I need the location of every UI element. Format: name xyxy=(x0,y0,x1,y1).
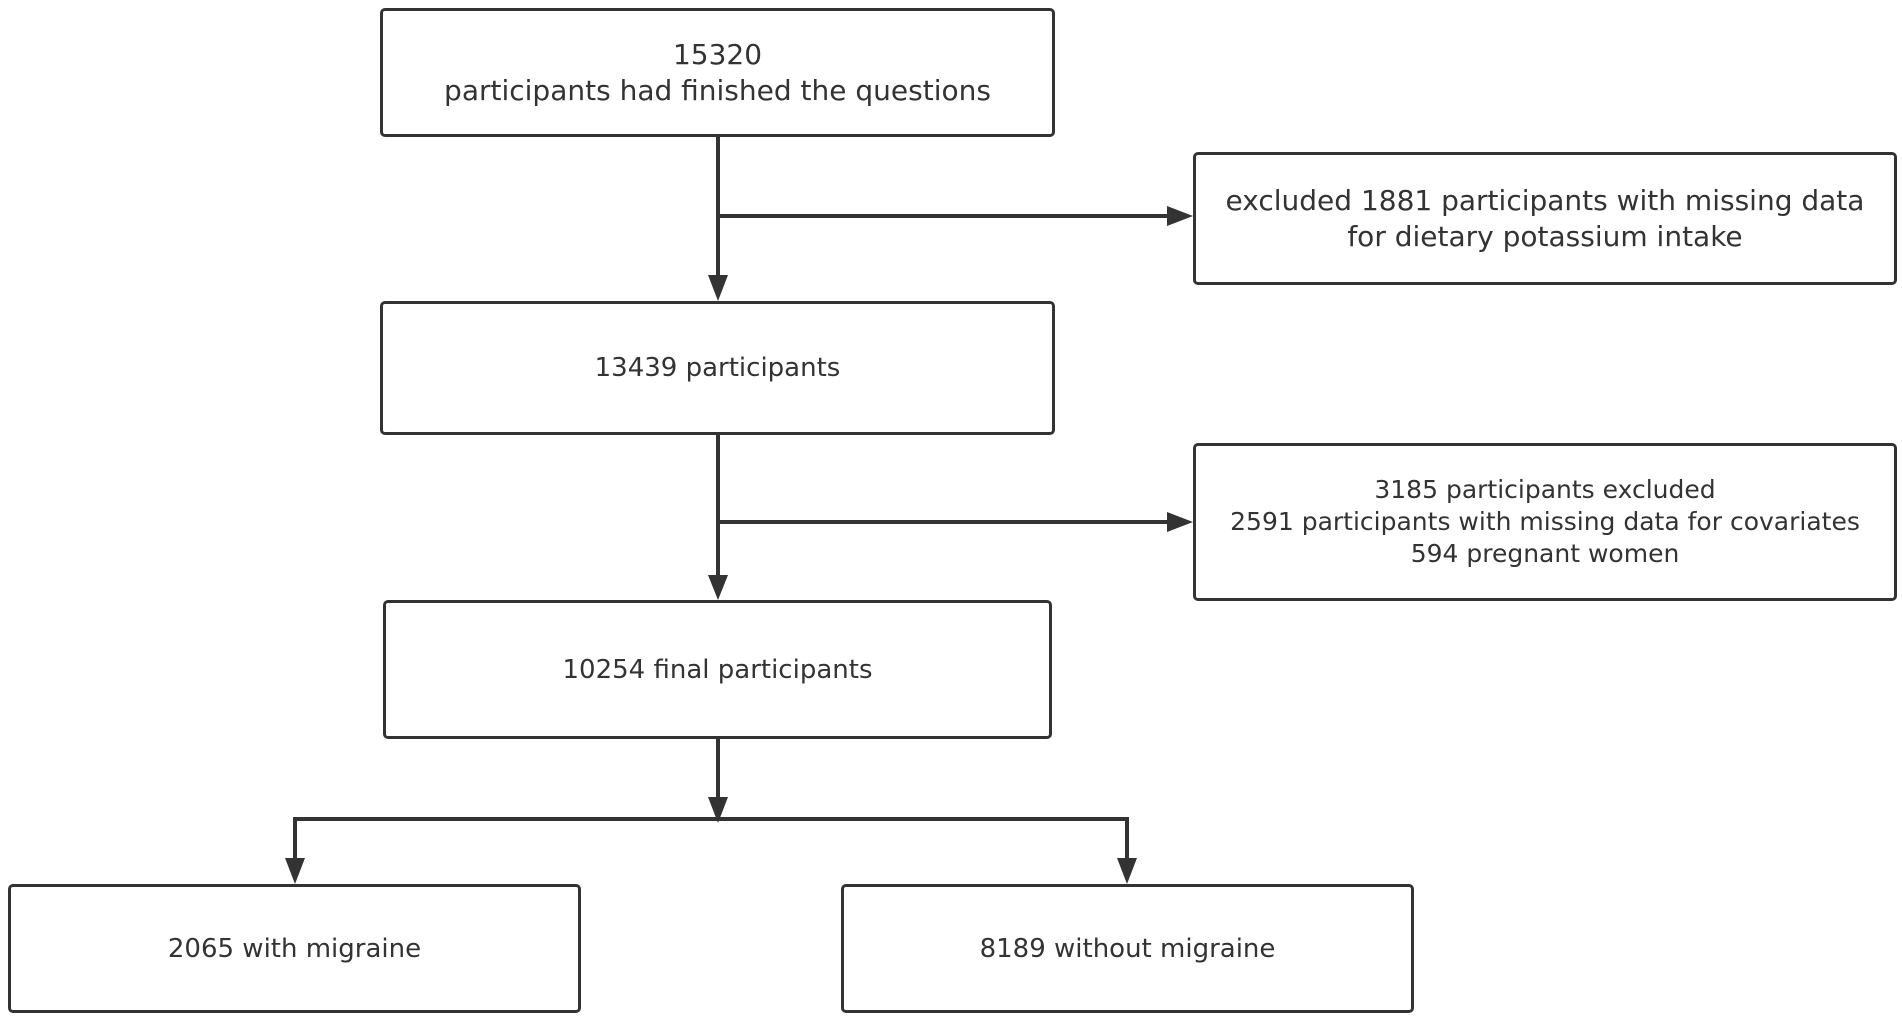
arrow-to-without-migraine xyxy=(1117,858,1137,884)
node-with-migraine-line-1: 2065 with migraine xyxy=(167,933,422,964)
node-excluded-covariates-line-3: 594 pregnant women xyxy=(1410,539,1680,568)
node-excluded-potassium-line-1: excluded 1881 participants with missing … xyxy=(1225,183,1865,217)
node-excluded-potassium: excluded 1881 participants with missing … xyxy=(1193,152,1897,285)
arrow-to-with-migraine xyxy=(285,858,305,884)
node-start: 15320 participants had finished the ques… xyxy=(380,8,1055,137)
node-start-line-2: participants had finished the questions xyxy=(444,73,991,107)
node-excluded-covariates-line-2: 2591 participants with missing data for … xyxy=(1230,507,1860,536)
arrow-mid-to-excluded-covariates xyxy=(1167,512,1193,532)
node-mid-line-1: 13439 participants xyxy=(594,353,841,383)
arrow-final-to-split xyxy=(708,797,728,823)
arrow-mid-to-final xyxy=(708,575,728,600)
node-excluded-covariates: 3185 participants excluded 2591 particip… xyxy=(1193,443,1897,601)
arrow-start-to-excluded-potassium xyxy=(1167,206,1193,226)
node-final-line-1: 10254 final participants xyxy=(562,654,873,685)
arrow-start-to-mid xyxy=(708,275,728,301)
node-without-migraine-line-1: 8189 without migraine xyxy=(979,933,1276,964)
node-mid: 13439 participants xyxy=(380,301,1055,435)
node-final: 10254 final participants xyxy=(383,600,1052,739)
node-start-line-1: 15320 xyxy=(672,37,763,71)
node-excluded-covariates-line-1: 3185 participants excluded xyxy=(1374,475,1716,504)
node-without-migraine: 8189 without migraine xyxy=(841,884,1414,1013)
node-with-migraine: 2065 with migraine xyxy=(8,884,581,1013)
node-excluded-potassium-line-2: for dietary potassium intake xyxy=(1347,219,1743,253)
